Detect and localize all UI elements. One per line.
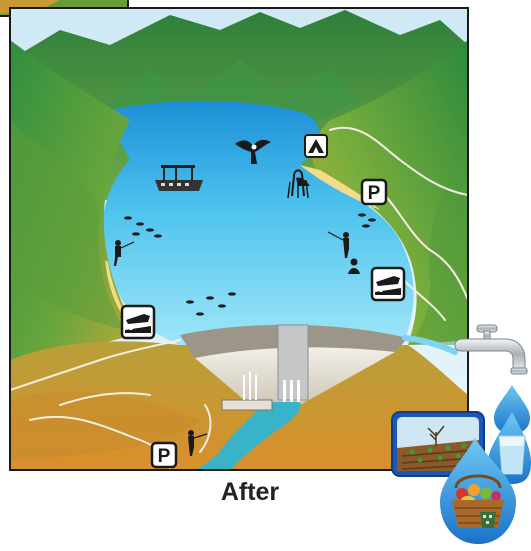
parking-icon: P xyxy=(360,178,388,206)
fisherman-icon xyxy=(114,240,135,266)
right-hillside xyxy=(311,40,468,345)
heron-icon xyxy=(287,169,310,199)
parking-sign-label: P xyxy=(158,446,171,467)
parking-sign-label: P xyxy=(368,183,381,204)
river xyxy=(195,402,301,470)
parking-icon: P xyxy=(150,441,178,469)
boat-launch-icon xyxy=(120,304,156,340)
produce-drop xyxy=(440,438,516,544)
bird-icon xyxy=(235,139,271,164)
scene-frame xyxy=(9,7,469,471)
water-glass-icon xyxy=(498,435,526,475)
water-drop-icon xyxy=(494,385,530,434)
fisherman-icon xyxy=(188,430,208,456)
boat-launch-icon xyxy=(370,266,406,302)
fish-icon xyxy=(124,213,376,316)
fisherman-icon xyxy=(327,231,349,258)
reservoir-water xyxy=(101,100,414,345)
water-pipe xyxy=(402,335,458,355)
person-icon xyxy=(348,258,360,274)
water-glass-drop xyxy=(488,412,531,484)
faucet-icon xyxy=(454,324,528,375)
scene-caption: After xyxy=(220,478,280,506)
tour-boat-icon xyxy=(155,165,203,191)
produce-basket-icon xyxy=(452,474,504,528)
camping-icon xyxy=(304,134,328,158)
